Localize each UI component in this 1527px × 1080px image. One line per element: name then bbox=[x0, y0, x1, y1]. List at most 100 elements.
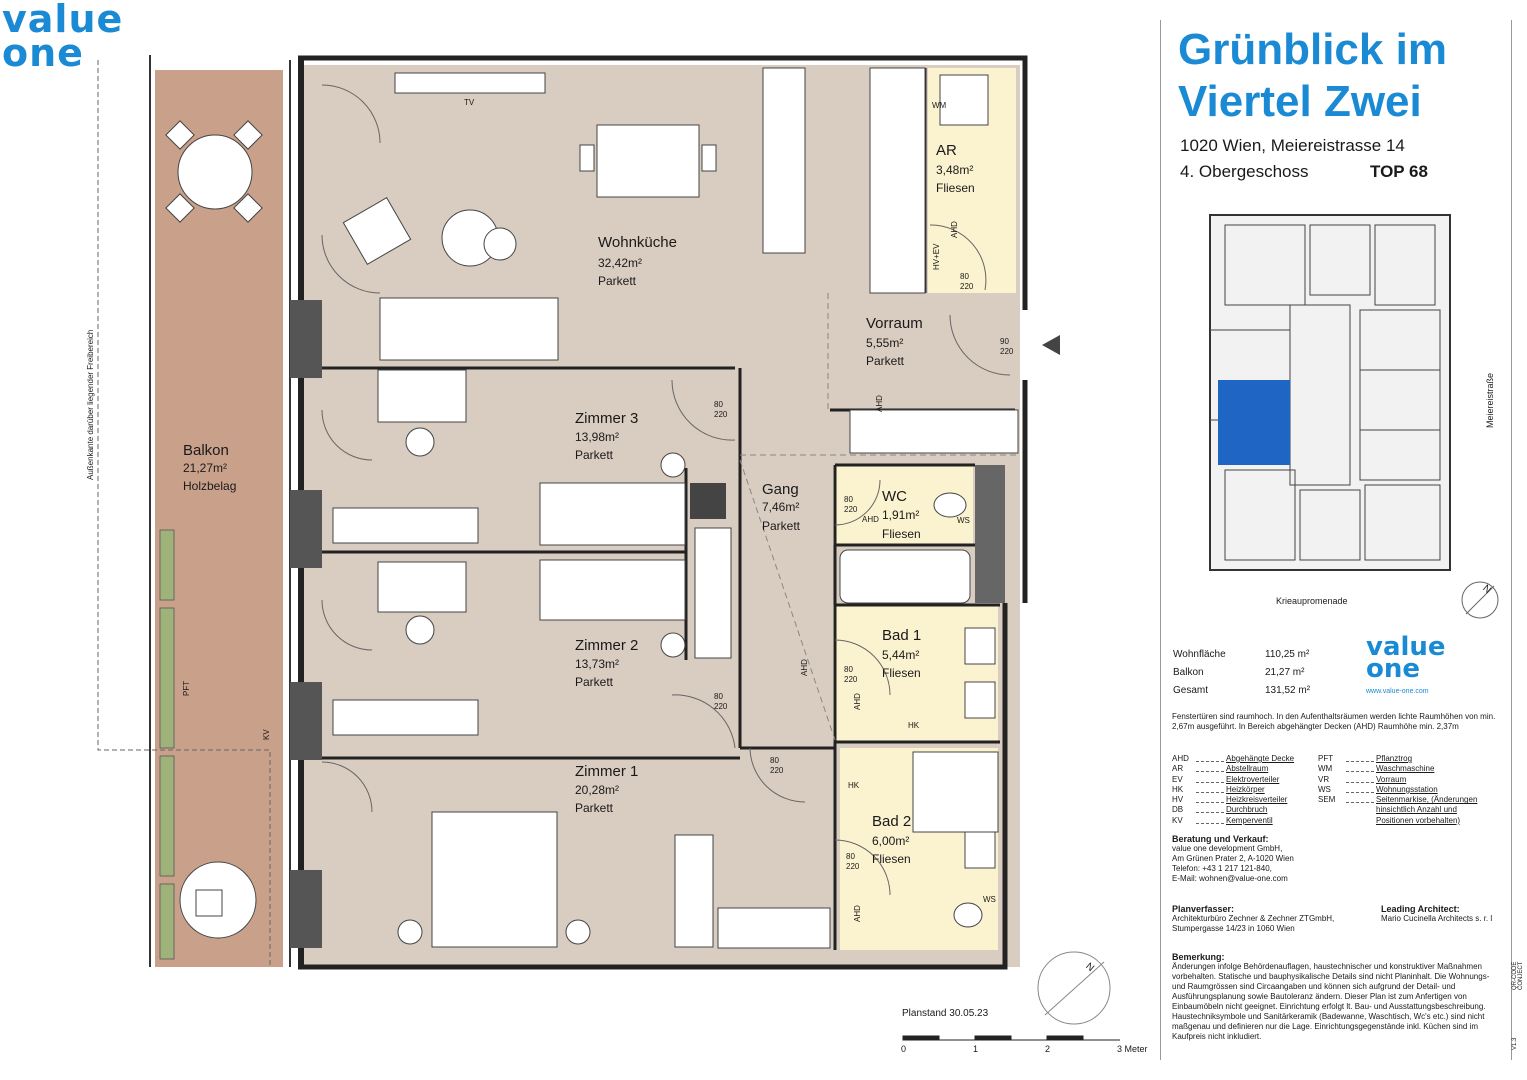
sales-contact: Beratung und Verkauf: value one developm… bbox=[1172, 834, 1294, 883]
remarks: Bemerkung: Änderungen infolge Behördenau… bbox=[1172, 952, 1490, 1041]
room-zimmer2-name: Zimmer 2 bbox=[575, 637, 639, 654]
label-tv: TV bbox=[464, 98, 475, 107]
unit-number: TOP 68 bbox=[1370, 162, 1428, 181]
label-ahd-gang: AHD bbox=[800, 659, 809, 676]
label-hk-bad1: HK bbox=[908, 721, 920, 730]
scale-tick-1: 1 bbox=[973, 1044, 979, 1054]
room-zimmer2-floor: Parkett bbox=[575, 675, 614, 689]
room-ar-area: 3,48m² bbox=[936, 163, 974, 177]
room-wohnkueche-floor: Parkett bbox=[598, 274, 637, 288]
room-zimmer3-area: 13,98m² bbox=[575, 430, 620, 444]
legend-item: hinsichtlich Anzahl und bbox=[1376, 805, 1457, 815]
scale-tick-2: 2 bbox=[1045, 1044, 1051, 1054]
street-meiereistrasse: Meiereistraße bbox=[1485, 372, 1495, 428]
height-note: Fenstertüren sind raumhoch. In den Aufen… bbox=[1172, 712, 1496, 731]
label-ahd-ar: AHD bbox=[950, 221, 959, 238]
room-bad1-name: Bad 1 bbox=[882, 627, 922, 644]
label-hk-bad2: HK bbox=[848, 781, 860, 790]
room-bad2-floor: Fliesen bbox=[872, 852, 911, 866]
room-bad1-floor: Fliesen bbox=[882, 666, 921, 680]
label-pft: PFT bbox=[182, 680, 191, 696]
room-bad1-area: 5,44m² bbox=[882, 648, 920, 662]
project-address: 1020 Wien, Meiereistrasse 14 bbox=[1180, 136, 1405, 155]
room-gang-name: Gang bbox=[762, 481, 799, 498]
room-vorraum-area: 5,55m² bbox=[866, 336, 904, 350]
label-ahd-vorraum: AHD bbox=[875, 395, 884, 412]
version-label: V1.3 bbox=[1512, 1037, 1518, 1050]
label-outer-edge: Außenkante darüber liegender Freibereich bbox=[86, 329, 95, 480]
qr-code-label: QR-CODE CONJECT bbox=[1512, 961, 1524, 990]
legend-item: Positionen vorbehalten) bbox=[1376, 815, 1461, 825]
floor-plan bbox=[97, 55, 1120, 1041]
website-url[interactable]: www.value-one.com bbox=[1366, 688, 1429, 695]
label-wm: WM bbox=[932, 101, 947, 110]
scale-tick-3: 3 Meter bbox=[1117, 1044, 1148, 1054]
planner-info: Planverfasser: Architekturbüro Zechner &… bbox=[1172, 904, 1335, 933]
room-zimmer2-area: 13,73m² bbox=[575, 657, 620, 671]
label-ahd-wc: AHD bbox=[862, 515, 879, 524]
room-vorraum-floor: Parkett bbox=[866, 354, 905, 368]
site-north-compass bbox=[1461, 581, 1499, 619]
value-one-logo-small: value one bbox=[1366, 632, 1446, 684]
scale-tick-0: 0 bbox=[901, 1044, 907, 1054]
value-one-logo: value one bbox=[2, 0, 124, 75]
info-panel bbox=[1160, 20, 1512, 1060]
room-ar-floor: Fliesen bbox=[936, 181, 975, 195]
architect-info: Leading Architect: Mario Cucinella Archi… bbox=[1381, 904, 1493, 923]
room-zimmer1-floor: Parkett bbox=[575, 801, 614, 815]
room-wc-area: 1,91m² bbox=[882, 508, 920, 522]
sales-email[interactable]: E-Mail: wohnen@value-one.com bbox=[1172, 874, 1288, 883]
project-title: Grünblick im Viertel Zwei bbox=[1178, 25, 1447, 126]
room-zimmer1-name: Zimmer 1 bbox=[575, 763, 639, 780]
room-gang-floor: Parkett bbox=[762, 519, 801, 533]
label-hvev: HV+EV bbox=[932, 243, 941, 270]
room-wc-floor: Fliesen bbox=[882, 527, 921, 541]
room-ar-name: AR bbox=[936, 142, 957, 159]
room-zimmer3-floor: Parkett bbox=[575, 448, 614, 462]
room-balkon-floor: Holzbelag bbox=[183, 479, 237, 493]
site-plan bbox=[1209, 214, 1451, 571]
room-balkon-area: 21,27m² bbox=[183, 461, 228, 475]
street-krieaupromenade: Krieaupromenade bbox=[1276, 596, 1348, 606]
room-wohnkueche-name: Wohnküche bbox=[598, 234, 677, 251]
label-ws-wc: WS bbox=[957, 516, 970, 525]
room-wc-name: WC bbox=[882, 488, 907, 505]
balcony-area bbox=[155, 70, 283, 967]
room-bad2-area: 6,00m² bbox=[872, 834, 910, 848]
room-balkon-name: Balkon bbox=[183, 442, 229, 459]
label-kv: KV bbox=[262, 729, 271, 740]
label-ahd-bad1: AHD bbox=[853, 693, 862, 710]
label-ahd-bad2: AHD bbox=[853, 905, 862, 922]
room-zimmer1-area: 20,28m² bbox=[575, 783, 620, 797]
project-floor: 4. Obergeschoss bbox=[1180, 162, 1309, 181]
room-wohnkueche-area: 32,42m² bbox=[598, 256, 643, 270]
planstand: Planstand 30.05.23 bbox=[902, 1008, 989, 1019]
room-gang-area: 7,46m² bbox=[762, 500, 800, 514]
